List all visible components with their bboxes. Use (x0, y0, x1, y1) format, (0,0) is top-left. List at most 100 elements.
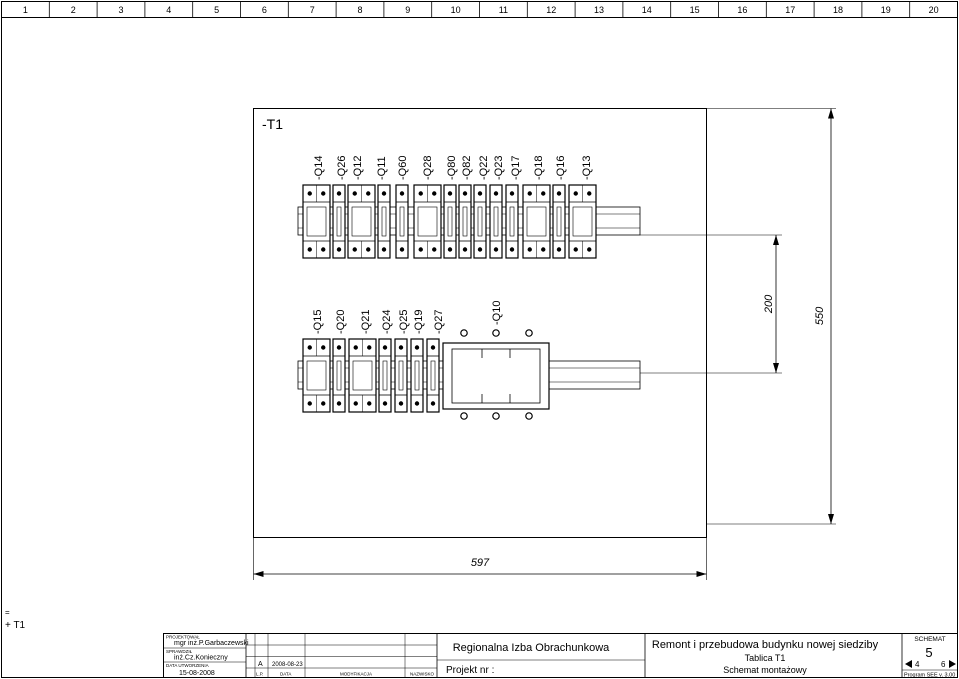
revision-letter: A (258, 661, 263, 668)
circuit-breaker (552, 184, 566, 259)
svg-text:200: 200 (763, 294, 775, 314)
column-number: 12 (546, 5, 556, 15)
cabinet-label: -T1 (262, 116, 283, 132)
column-number: 19 (881, 5, 891, 15)
next-sheet-arrow-icon[interactable] (949, 660, 956, 668)
breaker-label: -Q15 (312, 310, 324, 334)
svg-text:597: 597 (471, 557, 490, 569)
next-sheet[interactable]: 6 (941, 660, 946, 669)
circuit-breaker (394, 338, 408, 413)
circuit-breaker (458, 184, 472, 259)
circuit-breaker (443, 184, 457, 259)
column-number: 1 (23, 5, 28, 15)
breaker-row-top (302, 184, 597, 259)
dimension-597: 597 (253, 537, 707, 580)
breaker-label: -Q13 (581, 156, 593, 180)
circuit-breaker (505, 184, 519, 259)
program-version: Program SEE v. 3.00 (904, 673, 955, 679)
breaker-labels-top: -Q14 -Q26 -Q12 -Q11 -Q60 -Q28 -Q80-Q82 -Q22-Q23… (313, 156, 593, 180)
dimension-550: 550 (706, 108, 836, 525)
title-block (163, 633, 958, 678)
column-number: 15 (690, 5, 700, 15)
col-modification: MODYFIKACJA (340, 672, 372, 677)
column-number: 16 (737, 5, 747, 15)
breaker-label: -Q27 (433, 310, 445, 334)
col-lp: L.P. (256, 672, 263, 677)
designed-by-caption: PROJEKTOWAŁ (166, 635, 200, 640)
breaker-label: -Q21 (360, 310, 372, 334)
main-switch (442, 329, 550, 420)
created-date: 15-08-2008 (179, 670, 215, 677)
column-number: 20 (929, 5, 939, 15)
circuit-breaker (378, 338, 392, 413)
col-name: NAZWISKO (410, 672, 435, 677)
breaker-label: -Q23 (493, 156, 505, 180)
drawing-name: Schemat montażowy (723, 665, 807, 675)
circuit-breaker (568, 184, 597, 259)
breaker-label: -Q20 (335, 310, 347, 334)
circuit-breaker (473, 184, 487, 259)
breaker-row-bottom (302, 338, 440, 413)
column-number: 8 (357, 5, 362, 15)
circuit-breaker (522, 184, 551, 259)
project-number: Projekt nr : (446, 665, 494, 676)
breaker-label: -Q22 (478, 156, 490, 180)
svg-text:550: 550 (814, 306, 826, 325)
circuit-breaker (410, 338, 424, 413)
location-plus: + T1 (5, 620, 26, 631)
column-number: 5 (214, 5, 219, 15)
breaker-label: -Q26 (336, 156, 348, 180)
column-number: 11 (499, 5, 508, 15)
revision-date: 2008-08-23 (272, 662, 303, 668)
circuit-breaker (377, 184, 391, 259)
col-date: DATA (280, 672, 291, 677)
checked-by: inż.Cz.Konieczny (174, 655, 228, 662)
column-number: 4 (166, 5, 171, 15)
circuit-breaker (426, 338, 440, 413)
column-number: 3 (118, 5, 123, 15)
breaker-label: -Q25 (398, 310, 410, 334)
breaker-label: -Q11 (376, 156, 388, 180)
breaker-label: -Q60 (397, 156, 409, 180)
breaker-label: -Q12 (352, 156, 364, 180)
client-name: Regionalna Izba Obrachunkowa (453, 642, 610, 654)
column-number: 13 (594, 5, 604, 15)
circuit-breaker (347, 184, 376, 259)
column-number: 7 (310, 5, 315, 15)
breaker-label: -Q28 (422, 156, 434, 180)
circuit-breaker (395, 184, 409, 259)
checked-by-caption: SPRAWDZIŁ (166, 649, 193, 654)
column-number: 2 (71, 5, 76, 15)
column-number: 17 (785, 5, 795, 15)
circuit-breaker (489, 184, 503, 259)
column-number: 6 (262, 5, 267, 15)
column-number: 10 (451, 5, 461, 15)
circuit-breaker (302, 184, 331, 259)
circuit-breaker (332, 184, 346, 259)
circuit-breaker (413, 184, 442, 259)
board-name: Tablica T1 (745, 653, 786, 663)
breaker-labels-bottom: -Q15 -Q20 -Q21 -Q24 -Q25-Q19 -Q27 -Q10 (312, 301, 503, 334)
breaker-label: -Q82 (461, 156, 473, 180)
circuit-breaker (302, 338, 331, 413)
main-switch-label: -Q10 (491, 301, 503, 325)
column-number: 18 (833, 5, 843, 15)
column-number: 9 (405, 5, 410, 15)
breaker-label: -Q14 (313, 156, 325, 180)
breaker-label: -Q18 (533, 156, 545, 180)
breaker-label: -Q24 (381, 310, 393, 334)
dimension-200: 200 (640, 234, 782, 374)
created-caption: DATA UTWORZENIA (166, 663, 209, 668)
prev-sheet-arrow-icon[interactable] (905, 660, 912, 668)
breaker-label: -Q19 (413, 310, 425, 334)
breaker-label: -Q16 (555, 156, 567, 180)
sheet-type: SCHEMAT (914, 636, 945, 643)
column-number: 14 (642, 5, 652, 15)
project-title: Remont i przebudowa budynku nowej siedzi… (652, 639, 879, 651)
breaker-label: -Q80 (446, 156, 458, 180)
prev-sheet[interactable]: 4 (915, 660, 920, 669)
circuit-breaker (348, 338, 377, 413)
